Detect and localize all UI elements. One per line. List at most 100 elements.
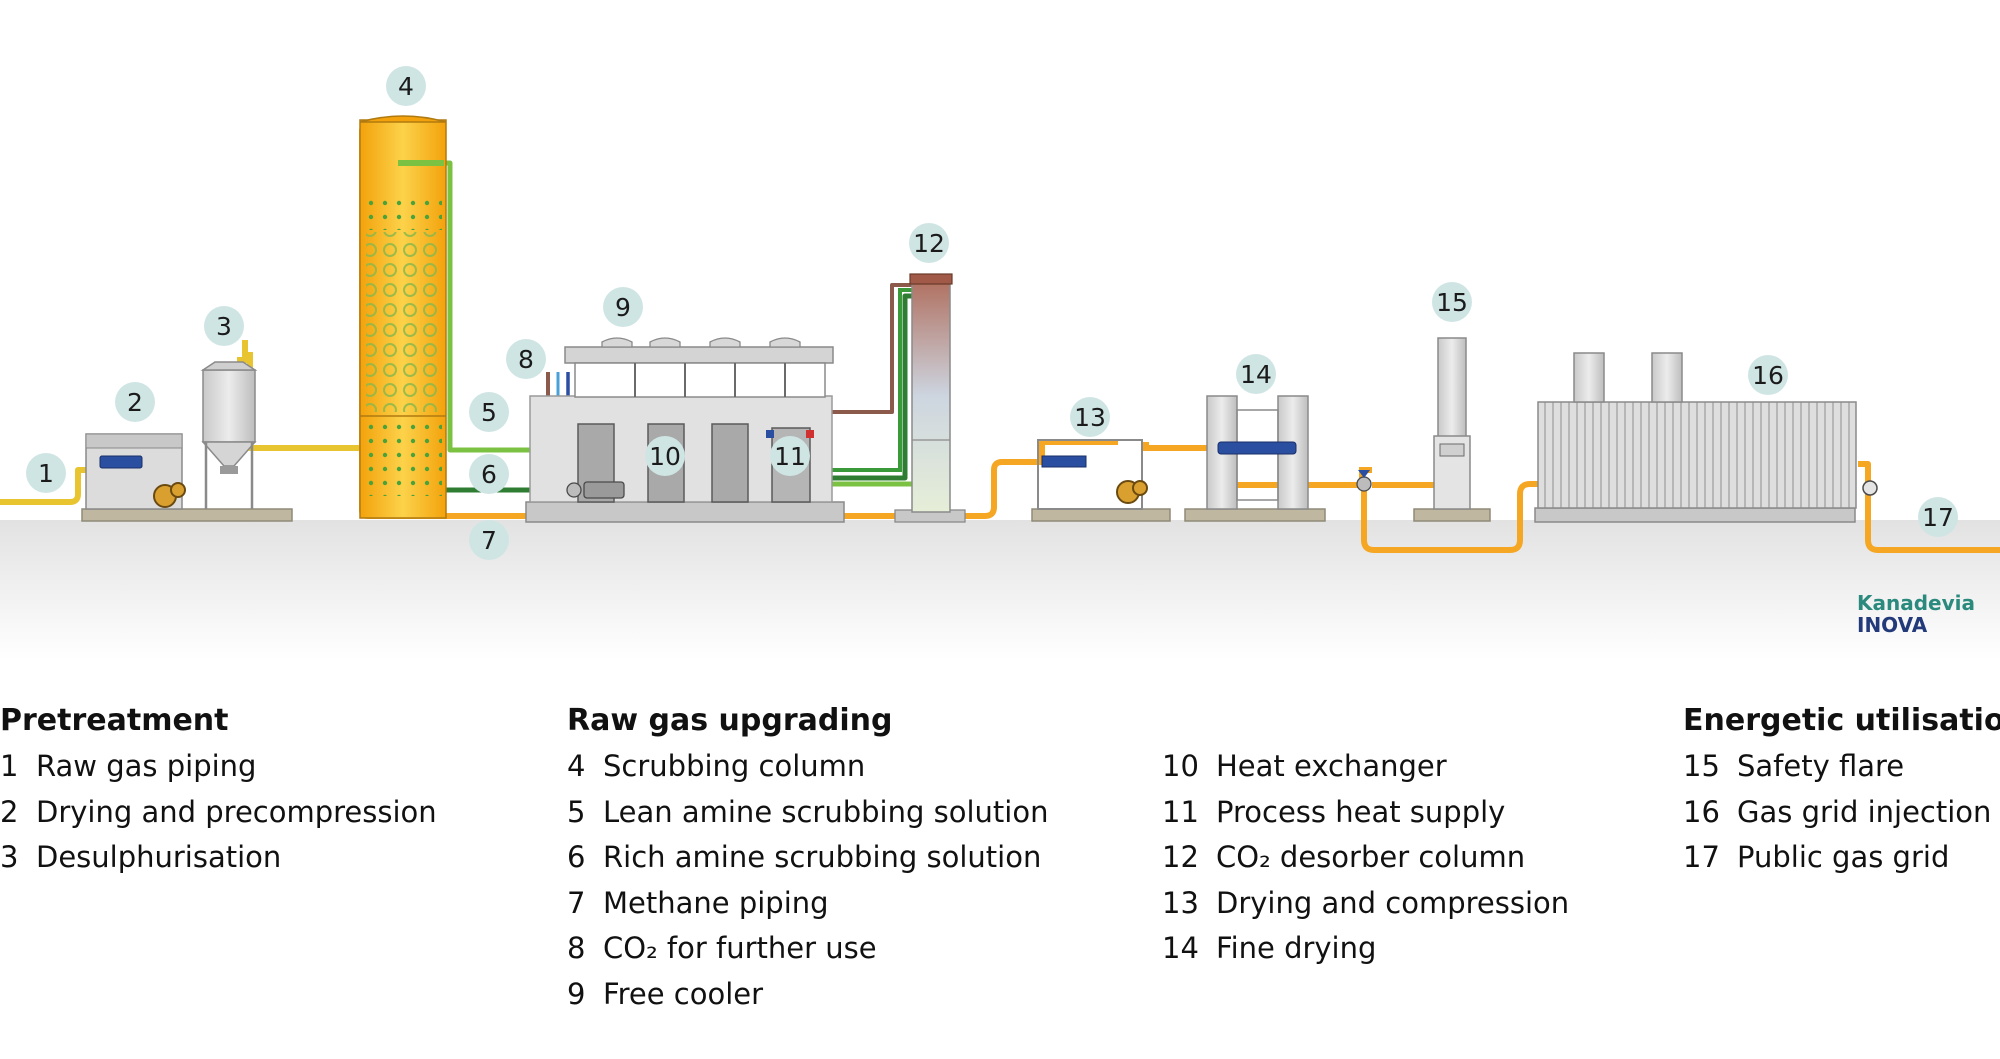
badge-circle [1748, 355, 1788, 395]
badge-14: 14 [1236, 354, 1276, 394]
column-packing-dots-top [366, 200, 442, 230]
dryer-13-heat-exchanger [1041, 455, 1087, 468]
column-distributor [398, 160, 444, 166]
legend-title-energetic: Energetic utilisation [1683, 703, 2000, 738]
badge-number: 1 [38, 459, 54, 488]
badge-13: 13 [1070, 397, 1110, 437]
legend-item-number: 4 [567, 749, 586, 783]
badge-circle [1236, 354, 1276, 394]
badge-circle [469, 454, 509, 494]
badge-number: 8 [518, 345, 534, 374]
legend-item-number: 7 [567, 885, 586, 920]
badge-15: 15 [1432, 282, 1472, 322]
legend-item: 16 Gas grid injection [1683, 790, 2000, 836]
ground [0, 520, 2000, 660]
flow-valve-actuator [1358, 470, 1370, 478]
badge-6: 6 [469, 454, 509, 494]
badge-5: 5 [469, 392, 509, 432]
legend-item-label: Drying and compression [1216, 885, 1570, 920]
badge-number: 5 [481, 398, 497, 427]
flow-valve [1356, 476, 1372, 492]
legend-item-number: 17 [1683, 840, 1720, 875]
badge-circle [204, 306, 244, 346]
badge-circle [469, 392, 509, 432]
badge-number: 3 [216, 312, 232, 341]
legend-item-label: Scrubbing column [603, 749, 866, 783]
pump-head [566, 482, 582, 498]
badge-number: 12 [913, 229, 945, 258]
legend-item-number: 12 [1162, 840, 1199, 875]
container-vent-1 [1573, 352, 1605, 403]
silo-cone [201, 441, 257, 467]
legend-item-number: 10 [1162, 749, 1199, 783]
badge-number: 9 [615, 293, 631, 322]
legend-item-number: 6 [567, 840, 586, 875]
free-cooler-fan-1 [601, 337, 633, 348]
silo-roof [200, 361, 258, 371]
legend-item-label: Desulphurisation [36, 840, 282, 875]
heat-exchanger-plate-3 [711, 423, 749, 503]
process-heat-blue-valve [766, 430, 774, 438]
legend-item-number: 3 [0, 840, 19, 875]
badge-1: 1 [26, 453, 66, 493]
flare-burner [1439, 443, 1465, 457]
badge-11: 11 [770, 436, 810, 476]
badge-9: 9 [603, 287, 643, 327]
legend-item-label: Raw gas piping [36, 749, 257, 783]
badge-circle [603, 287, 643, 327]
legend-title-upgrading: Raw gas upgrading [567, 703, 893, 738]
free-cooler-fan-2 [649, 337, 681, 348]
badge-number: 6 [481, 460, 497, 489]
badge-number: 11 [774, 442, 806, 471]
process-heat-red-valve [806, 430, 814, 438]
badge-number: 7 [481, 526, 497, 555]
finedry-heat-exchanger [1217, 441, 1297, 455]
badge-circle [469, 520, 509, 560]
pressure-gauge [1862, 480, 1878, 496]
legend-item-number: 15 [1683, 749, 1720, 783]
badge-number: 4 [398, 72, 414, 101]
badge-17: 17 [1918, 497, 1958, 537]
free-cooler-frame [574, 362, 826, 398]
drying-unit-top [85, 433, 183, 449]
heat-exchanger-blue-2 [99, 455, 143, 469]
legend-item-label: Gas grid injection [1737, 794, 1992, 829]
badge-circle [506, 339, 546, 379]
free-cooler-fan-3 [709, 337, 741, 348]
legend-item-label: Methane piping [603, 885, 829, 920]
pretreatment-base-2 [81, 508, 293, 522]
desulphurisation-silo [202, 369, 256, 443]
legend-item-number: 11 [1162, 794, 1199, 829]
desorber-top [909, 273, 953, 285]
badge-10: 10 [645, 436, 685, 476]
methane-pipe-dryer [1143, 442, 1214, 451]
badge-3: 3 [204, 306, 244, 346]
logo-line1: Kanadevia [1857, 591, 1975, 615]
legend-item-number: 16 [1683, 794, 1720, 829]
finedry-frame [1236, 409, 1279, 501]
badge-number: 10 [649, 442, 681, 471]
badge-8: 8 [506, 339, 546, 379]
legend-item-number: 14 [1162, 931, 1199, 966]
legend-item-label: Public gas grid [1737, 840, 1950, 875]
badge-16: 16 [1748, 355, 1788, 395]
legend-item-number: 8 [567, 931, 586, 966]
badge-circle [645, 436, 685, 476]
badge-number: 2 [127, 388, 143, 417]
legend-item-label: Free cooler [603, 976, 764, 1011]
badge-circle [115, 382, 155, 422]
